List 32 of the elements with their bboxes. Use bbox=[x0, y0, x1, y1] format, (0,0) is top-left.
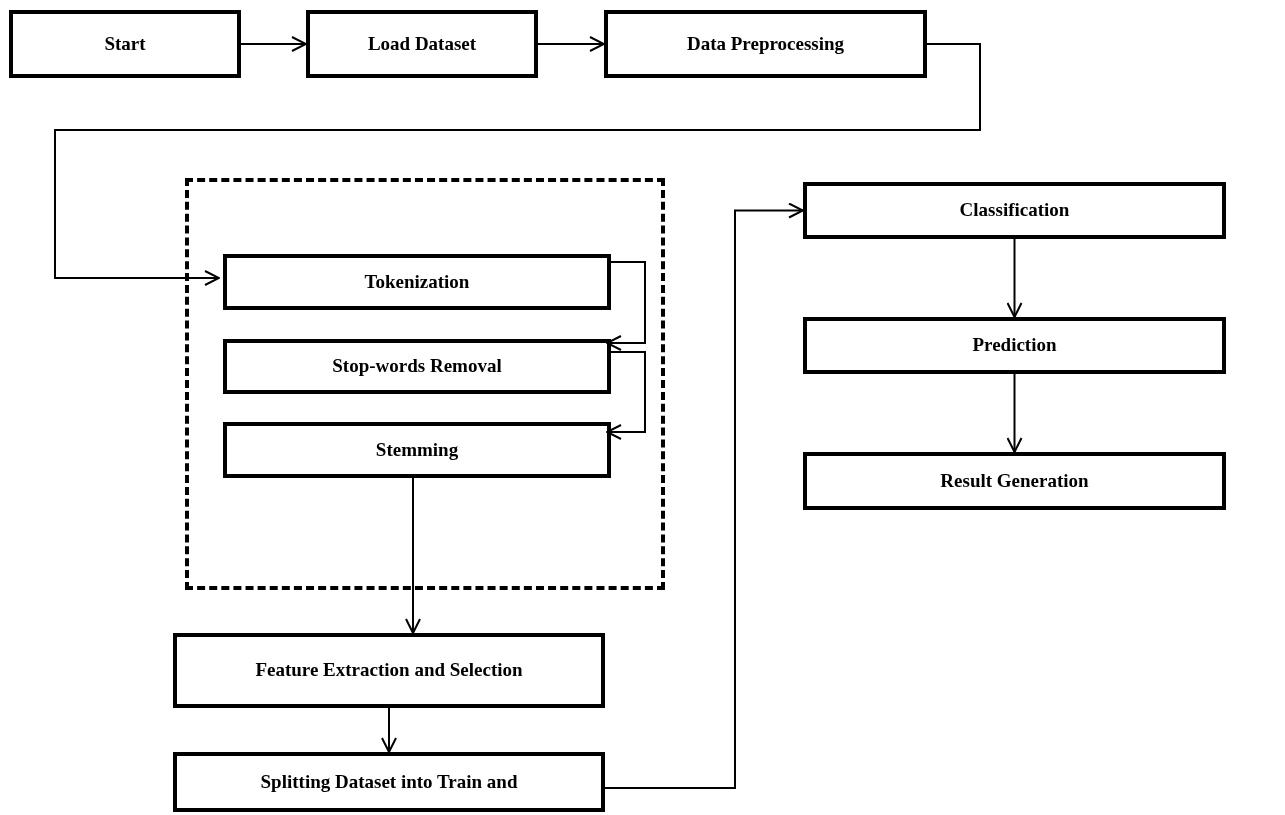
arrow bbox=[240, 36, 307, 52]
arrow bbox=[1006, 373, 1023, 453]
step-label: Start bbox=[104, 32, 146, 56]
step-label: Prediction bbox=[972, 334, 1057, 357]
arrow bbox=[606, 351, 646, 440]
process-box bbox=[223, 254, 611, 310]
arrow bbox=[604, 202, 804, 789]
step-label: Stemming bbox=[375, 438, 459, 462]
process-box bbox=[223, 339, 611, 394]
step-label: Feature Extraction and Selection bbox=[255, 659, 523, 682]
process-box bbox=[604, 10, 927, 78]
process-box bbox=[173, 633, 605, 708]
process-box bbox=[9, 10, 241, 78]
arrow bbox=[381, 707, 397, 753]
arrow bbox=[1006, 238, 1023, 318]
process-box bbox=[306, 10, 538, 78]
step-label: Load Dataset bbox=[367, 32, 477, 56]
step-label: Result Generation bbox=[940, 469, 1089, 493]
dashed-group-box bbox=[185, 178, 665, 590]
arrow bbox=[537, 36, 605, 52]
process-box bbox=[223, 422, 611, 478]
step-label: Tokenization bbox=[364, 270, 470, 294]
step-label: Classification bbox=[959, 199, 1070, 222]
step-label: Splitting Dataset into Train and bbox=[260, 770, 518, 794]
process-box bbox=[803, 317, 1226, 374]
arrow bbox=[606, 261, 646, 351]
step-label: Data Preprocessing bbox=[686, 32, 845, 56]
arrow bbox=[54, 43, 981, 286]
process-box bbox=[803, 182, 1226, 239]
process-box bbox=[803, 452, 1226, 510]
process-box bbox=[173, 752, 605, 812]
step-label: Stop-words Removal bbox=[332, 355, 502, 378]
